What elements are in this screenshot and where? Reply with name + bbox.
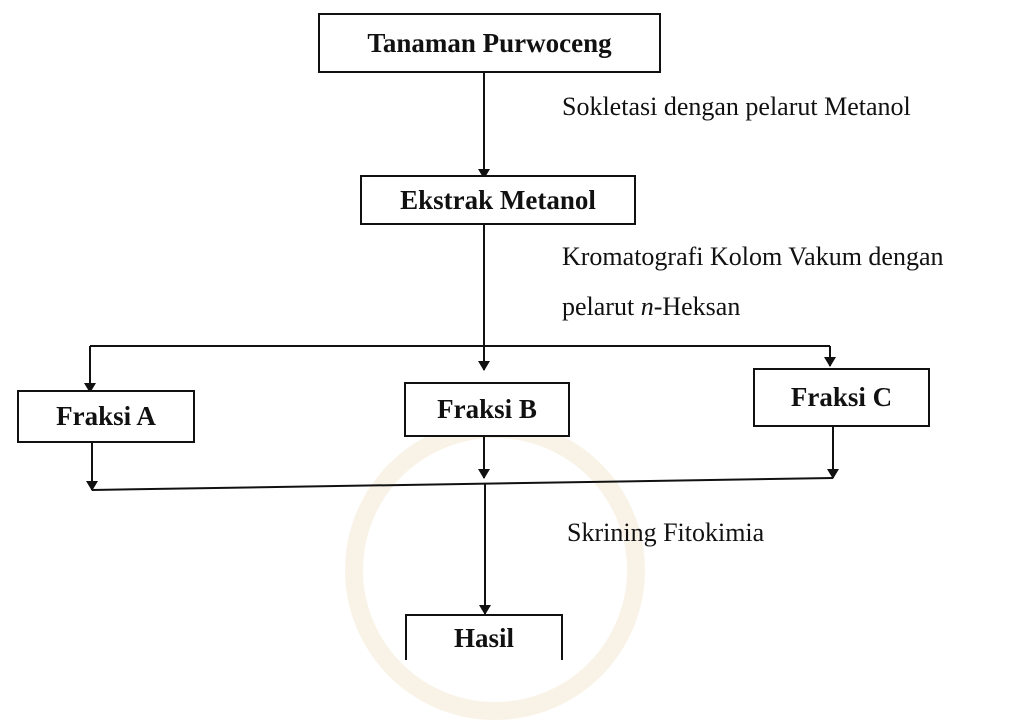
step-sokletasi: Sokletasi dengan pelarut Metanol (562, 92, 911, 122)
step-kromatografi-line-1-label: Kromatografi Kolom Vakum dengan (562, 242, 944, 271)
flowchart-connectors (84, 72, 839, 615)
node-fraksi-c-label: Fraksi C (790, 382, 893, 412)
node-hasil: Hasil (405, 614, 563, 660)
node-fraksi-a-label: Fraksi A (56, 401, 156, 431)
node-fraksi-b-label: Fraksi B (437, 394, 537, 424)
step-kromatografi-line-2: pelarut n-Heksan (562, 292, 740, 322)
node-fraksi-c: Fraksi C (753, 368, 930, 427)
node-tanaman-purwoceng: Tanaman Purwoceng (318, 13, 661, 73)
node-tanaman-purwoceng-label: Tanaman Purwoceng (367, 27, 612, 58)
step-skrining-fitokimia: Skrining Fitokimia (567, 518, 764, 548)
step-skrining-fitokimia-label: Skrining Fitokimia (567, 518, 765, 547)
node-ekstrak-metanol-label: Ekstrak Metanol (400, 184, 596, 215)
step-kromatografi-italic-n: n (640, 292, 654, 321)
step-kromatografi-line-1: Kromatografi Kolom Vakum dengan (562, 242, 944, 272)
node-fraksi-a: Fraksi A (17, 390, 195, 443)
merge-horizontal-line (91, 477, 834, 491)
step-kromatografi-suffix: -Heksan (653, 292, 741, 321)
node-ekstrak-metanol: Ekstrak Metanol (360, 175, 636, 225)
node-hasil-label: Hasil (453, 622, 514, 653)
step-sokletasi-label: Sokletasi dengan pelarut Metanol (562, 92, 911, 121)
node-fraksi-b: Fraksi B (404, 382, 570, 437)
step-kromatografi-prefix: pelarut (562, 292, 641, 321)
